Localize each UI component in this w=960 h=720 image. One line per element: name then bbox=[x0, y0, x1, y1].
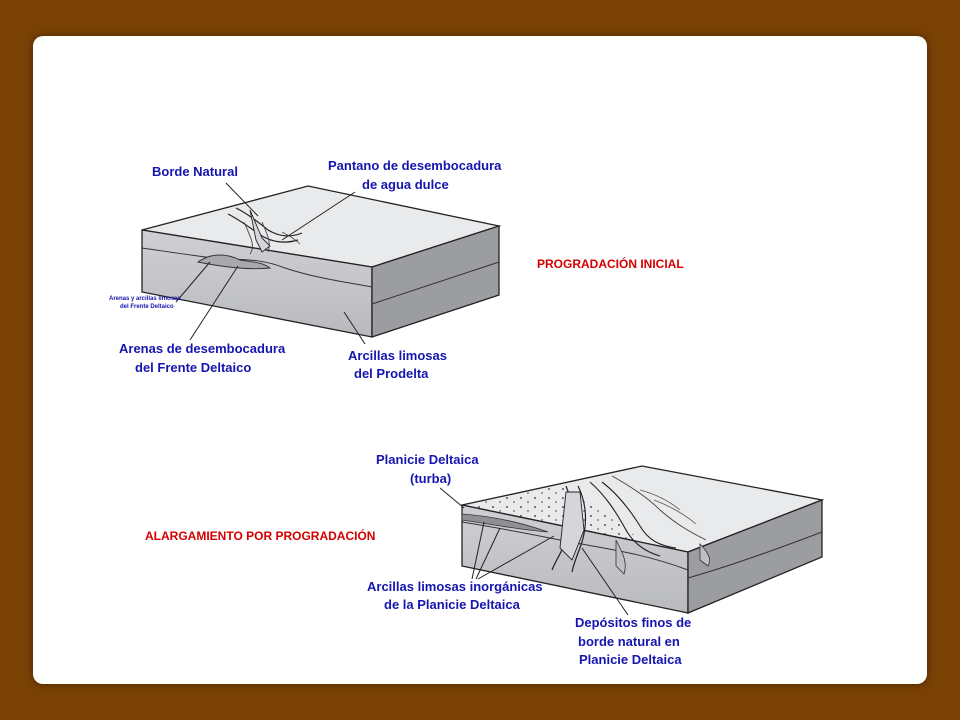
block1-side-face bbox=[371, 225, 500, 338]
label-arenas-arcillas-small-line1: Arenas y arcillas limosas bbox=[109, 296, 181, 302]
block2-stratum-line-side bbox=[687, 531, 823, 579]
label-arenas-desembocadura-line1: Arenas de desembocadura bbox=[119, 341, 286, 356]
block2-channels-levees bbox=[551, 475, 710, 575]
leader-borde-natural bbox=[225, 182, 259, 217]
leader-arenas-small bbox=[175, 261, 211, 303]
label-pantano-line2: de agua dulce bbox=[362, 177, 449, 192]
block1-channel-levee bbox=[227, 207, 303, 255]
block2-stratum-line bbox=[461, 521, 689, 571]
leader-arcillas-inorg-1 bbox=[471, 521, 485, 580]
block1-sand-lens bbox=[196, 254, 272, 270]
leader-arenas bbox=[189, 265, 239, 341]
label-arcillas-prodelta-line2: del Prodelta bbox=[354, 366, 429, 381]
label-depositos-line2: borde natural en bbox=[578, 634, 680, 649]
label-arcillas-prodelta-line1: Arcillas limosas bbox=[348, 348, 447, 363]
label-planicie-deltaica-line2: (turba) bbox=[410, 471, 451, 486]
label-borde-natural: Borde Natural bbox=[152, 164, 238, 179]
leader-depositos bbox=[581, 547, 629, 616]
label-pantano-line1: Pantano de desembocadura bbox=[328, 158, 502, 173]
block-diagram-elongation bbox=[439, 465, 825, 616]
label-arcillas-inorganicas-line2: de la Planicie Deltaica bbox=[384, 597, 521, 612]
leader-pantano bbox=[281, 191, 356, 241]
label-arenas-arcillas-small-line2: del Frente Deltaico bbox=[120, 304, 174, 310]
leader-arcillas-prodelta bbox=[343, 311, 366, 345]
title-alargamiento-progradacion: ALARGAMIENTO POR PROGRADACIÓN bbox=[145, 528, 375, 543]
leader-arcillas-inorg-3 bbox=[477, 535, 555, 580]
label-depositos-line1: Depósitos finos de bbox=[575, 615, 691, 630]
title-progradacion-inicial: PROGRADACIÓN INICIAL bbox=[537, 256, 684, 271]
block1-stratum-line bbox=[141, 247, 373, 288]
label-arenas-desembocadura-line2: del Frente Deltaico bbox=[135, 360, 251, 375]
leader-planicie bbox=[439, 487, 465, 509]
label-planicie-deltaica-line1: Planicie Deltaica bbox=[376, 452, 479, 467]
block1-stratum-line-side bbox=[371, 261, 500, 305]
leader-arcillas-inorg-2 bbox=[475, 527, 501, 580]
block2-dotted-plain bbox=[462, 484, 640, 546]
label-depositos-line3: Planicie Deltaica bbox=[579, 652, 682, 667]
label-arcillas-inorganicas-line1: Arcillas limosas inorgánicas bbox=[367, 579, 543, 594]
block-diagram-initial bbox=[141, 182, 502, 345]
block2-peat-lens bbox=[461, 513, 549, 533]
